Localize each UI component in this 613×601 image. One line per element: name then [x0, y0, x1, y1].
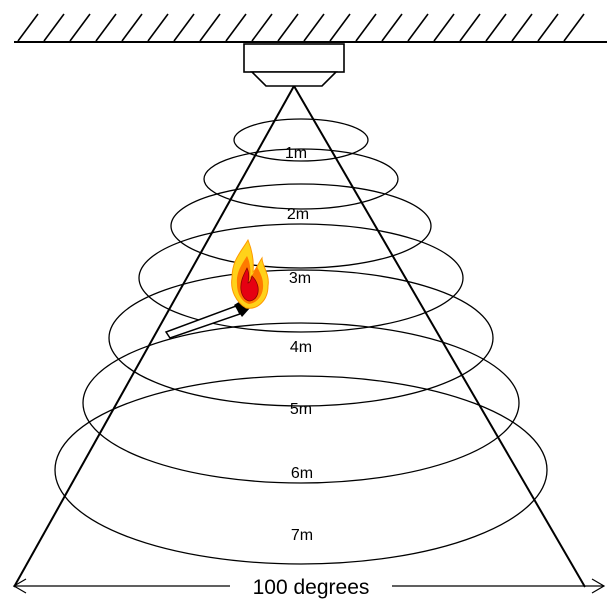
- angle-label: 100 degrees: [253, 576, 370, 599]
- hatch-stroke: [69, 13, 91, 42]
- arrowhead-right: [591, 578, 606, 594]
- label-5m: 5m: [290, 401, 312, 418]
- hatch-stroke: [277, 13, 299, 42]
- ceiling: [14, 13, 607, 43]
- hatch-stroke: [199, 13, 221, 42]
- match-stick-icon: [164, 300, 250, 339]
- cone-right-edge: [293, 85, 586, 588]
- detector-body: [243, 43, 345, 73]
- hatch-stroke: [329, 13, 351, 42]
- hatch-stroke: [251, 13, 273, 42]
- hatch-stroke: [537, 13, 559, 42]
- label-1m: 1m: [285, 145, 307, 162]
- ring-4m: [138, 223, 464, 333]
- label-2m: 2m: [287, 206, 309, 223]
- match-stick: [164, 305, 242, 339]
- ring-2m: [203, 148, 399, 210]
- label-6m: 6m: [291, 465, 313, 482]
- hatch-stroke: [407, 13, 429, 42]
- detector-icon: [243, 43, 345, 87]
- hatch-stroke: [43, 13, 65, 42]
- ring-6m: [82, 322, 520, 484]
- distance-rings: [54, 118, 548, 565]
- hatch-stroke: [17, 13, 39, 42]
- hatch-stroke: [433, 13, 455, 42]
- hatch-stroke: [381, 13, 403, 42]
- hatch-stroke: [511, 13, 533, 42]
- hatch-stroke: [147, 13, 169, 42]
- hatch-stroke: [355, 13, 377, 42]
- distance-labels: 1m 2m 3m 4m 5m 6m 7m: [285, 145, 313, 544]
- label-4m: 4m: [290, 339, 312, 356]
- hatch-stroke: [485, 13, 507, 42]
- label-3m: 3m: [289, 270, 311, 287]
- ring-7m: [54, 375, 548, 565]
- hatch-stroke: [121, 13, 143, 42]
- arrowhead-left: [12, 578, 27, 594]
- hatch-stroke: [173, 13, 195, 42]
- hatch-stroke: [303, 13, 325, 42]
- ceiling-hatch-icon: [17, 13, 585, 42]
- hatch-stroke: [563, 13, 585, 42]
- hatch-stroke: [95, 13, 117, 42]
- hatch-stroke: [459, 13, 481, 42]
- angle-dimension: [12, 578, 606, 594]
- flame-icon: [231, 238, 269, 309]
- ring-3m: [170, 183, 432, 269]
- detector-lens: [250, 71, 338, 87]
- ring-1m: [233, 118, 369, 162]
- label-7m: 7m: [291, 527, 313, 544]
- ring-5m: [108, 269, 494, 407]
- hatch-stroke: [225, 13, 247, 42]
- cone-left-edge: [13, 85, 295, 588]
- coverage-cone: [13, 85, 586, 588]
